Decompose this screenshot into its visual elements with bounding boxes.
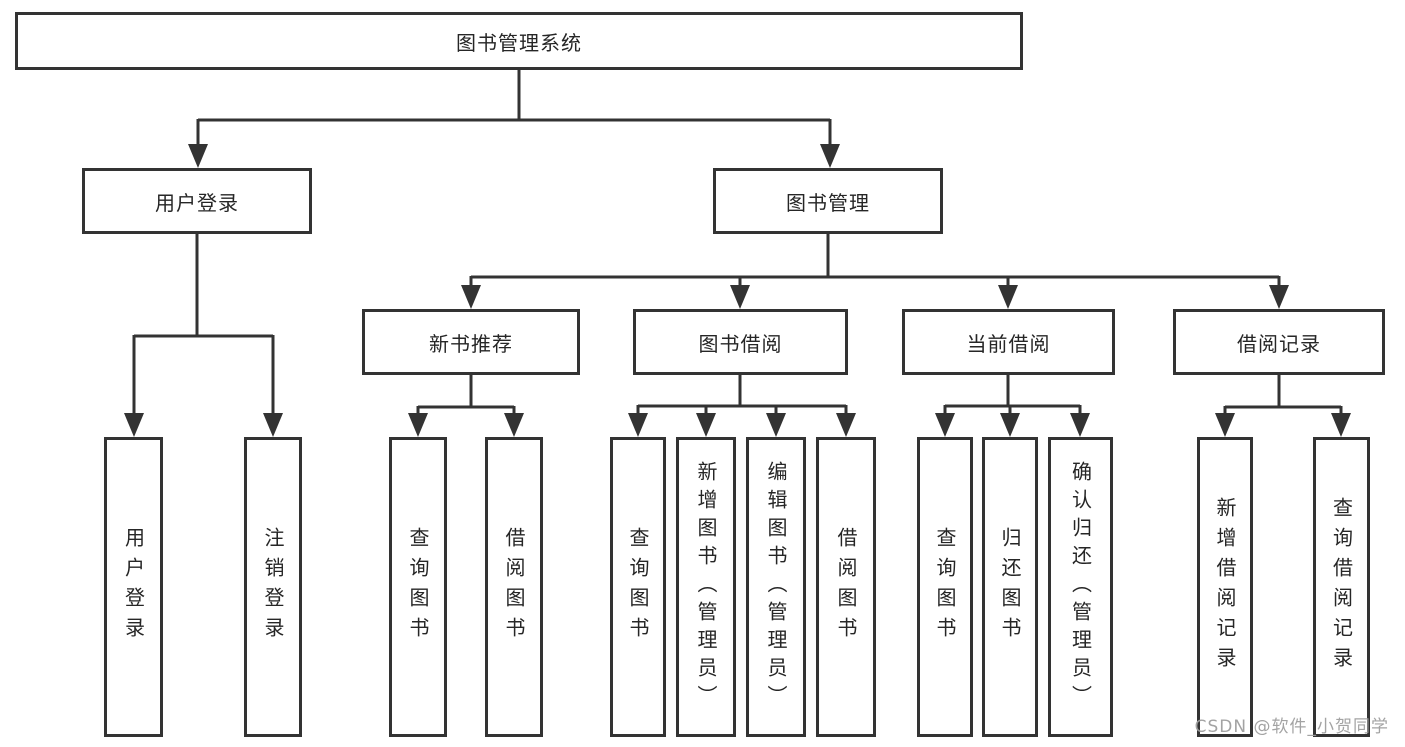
node-current-borrowing: 当前借阅	[902, 309, 1115, 375]
node-borrowing-records: 借阅记录	[1173, 309, 1385, 375]
leaf-label: 归还图书	[998, 527, 1022, 647]
leaf-borrow-books-recommend: 借阅图书	[485, 437, 543, 737]
leaf-label: 编辑图书（管理员）	[764, 461, 788, 713]
leaf-query-books-current: 查询图书	[917, 437, 973, 737]
node-book-borrowing: 图书借阅	[633, 309, 848, 375]
node-user-login: 用户登录	[82, 168, 312, 234]
leaf-add-books-admin: 新增图书（管理员）	[676, 437, 736, 737]
leaf-label: 新增图书（管理员）	[694, 461, 718, 713]
node-root-library-system: 图书管理系统	[15, 12, 1023, 70]
leaf-user-login: 用户登录	[104, 437, 163, 737]
leaf-query-borrow-record: 查询借阅记录	[1313, 437, 1370, 737]
leaf-add-borrow-record: 新增借阅记录	[1197, 437, 1253, 737]
leaf-query-books-recommend: 查询图书	[389, 437, 447, 737]
leaf-label: 确认归还（管理员）	[1068, 461, 1093, 713]
leaf-label: 新增借阅记录	[1213, 497, 1237, 677]
node-book-management: 图书管理	[713, 168, 943, 234]
leaf-label: 借阅图书	[834, 527, 858, 647]
leaf-confirm-return-admin: 确认归还（管理员）	[1048, 437, 1113, 737]
node-new-book-recommendation: 新书推荐	[362, 309, 580, 375]
leaf-label: 注销登录	[261, 527, 285, 647]
leaf-borrow-books: 借阅图书	[816, 437, 876, 737]
leaf-return-books: 归还图书	[982, 437, 1038, 737]
leaf-label: 查询图书	[933, 527, 957, 647]
leaf-logout: 注销登录	[244, 437, 302, 737]
leaf-label: 用户登录	[121, 527, 146, 647]
leaf-label: 查询图书	[406, 527, 430, 647]
leaf-query-books-borrow: 查询图书	[610, 437, 666, 737]
leaf-edit-books-admin: 编辑图书（管理员）	[746, 437, 806, 737]
leaf-label: 查询借阅记录	[1329, 497, 1354, 677]
leaf-label: 借阅图书	[502, 527, 526, 647]
leaf-label: 查询图书	[626, 527, 650, 647]
